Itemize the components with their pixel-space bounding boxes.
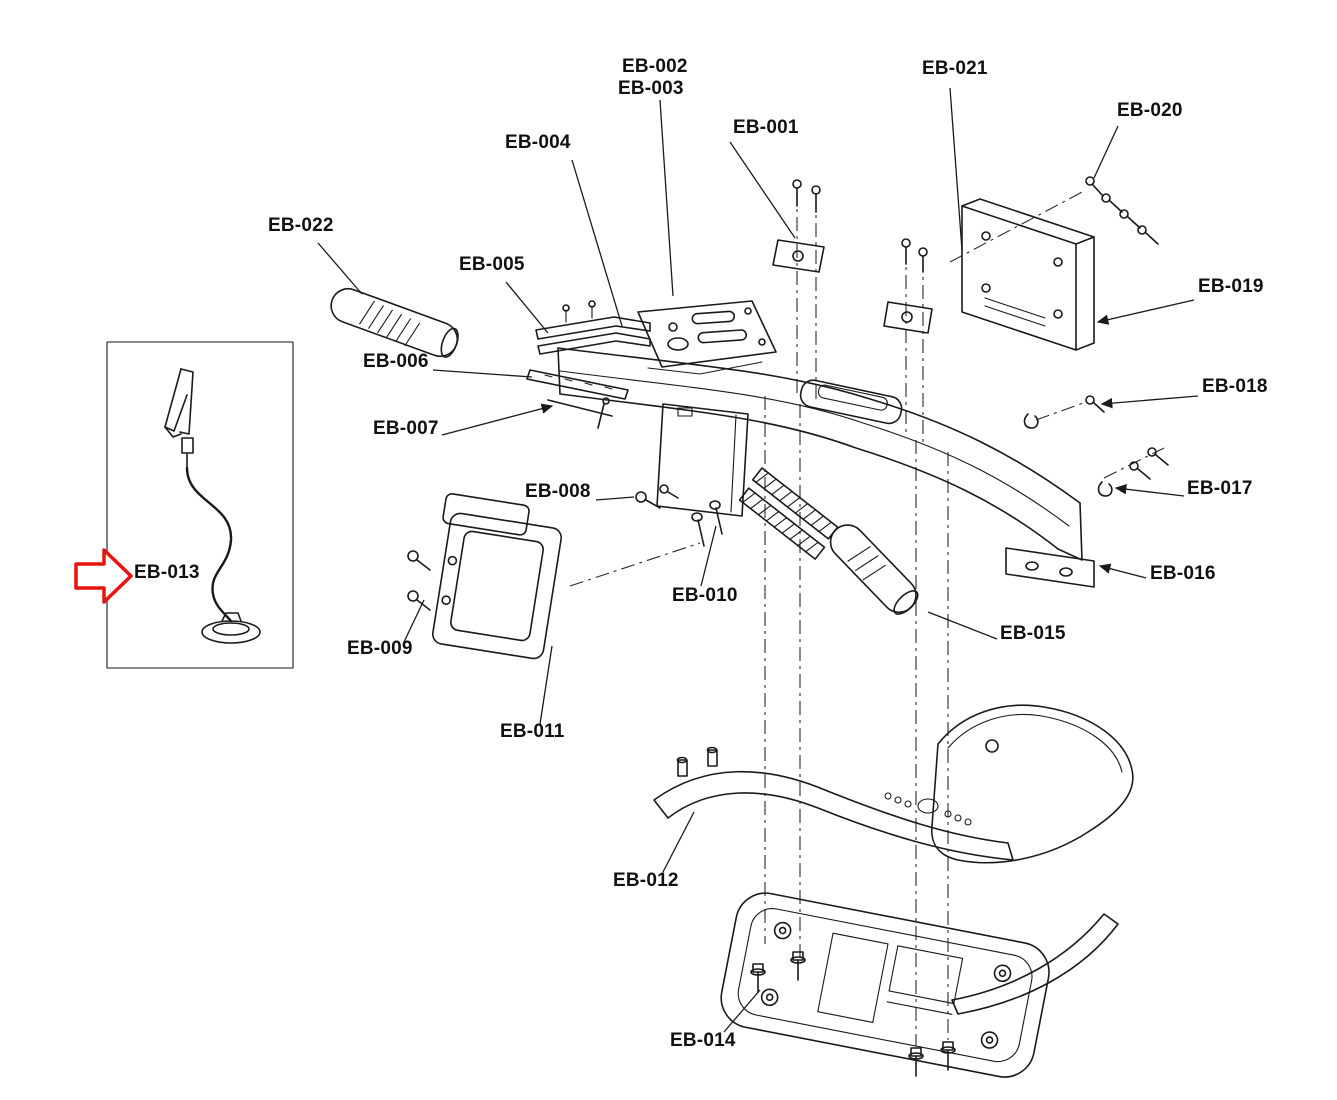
console-lower-panel-drawing bbox=[656, 403, 749, 517]
bolt-eb014-drawing bbox=[750, 951, 806, 993]
sensor-plate-drawing bbox=[772, 179, 825, 273]
center-lines bbox=[569, 189, 1165, 1046]
top-cover-strip-drawing bbox=[653, 746, 1014, 861]
part-label-eb-014: EB-014 bbox=[670, 1030, 736, 1051]
part-label-eb-008: EB-008 bbox=[525, 481, 591, 502]
part-label-eb-015: EB-015 bbox=[1000, 623, 1066, 644]
part-label-eb-001: EB-001 bbox=[733, 117, 799, 138]
inset-box bbox=[106, 341, 294, 669]
sensor-plate2-drawing bbox=[883, 238, 933, 334]
highlight-arrow-icon bbox=[74, 548, 133, 604]
side-bracket-drawing bbox=[431, 493, 562, 660]
part-label-eb-007: EB-007 bbox=[373, 418, 439, 439]
part-label-eb-003: EB-003 bbox=[618, 78, 684, 99]
part-label-eb-011: EB-011 bbox=[500, 721, 565, 742]
part-label-eb-013: EB-013 bbox=[134, 562, 200, 583]
part-label-eb-022: EB-022 bbox=[268, 215, 334, 236]
screw-eb008-drawing bbox=[635, 484, 679, 509]
main-frame-bracket-drawing bbox=[557, 347, 1095, 588]
part-label-eb-002: EB-002 bbox=[622, 56, 688, 77]
bolt-bottom-drawing bbox=[908, 1041, 956, 1077]
rear-cover-drawing bbox=[931, 704, 1134, 864]
part-label-eb-012: EB-012 bbox=[613, 870, 679, 891]
part-label-eb-018: EB-018 bbox=[1202, 376, 1268, 397]
rail-pin-drawing bbox=[547, 397, 613, 429]
part-label-eb-005: EB-005 bbox=[459, 254, 525, 275]
screw-eb009-drawing bbox=[407, 550, 431, 611]
console-top-plate-drawing bbox=[637, 300, 777, 375]
part-label-eb-016: EB-016 bbox=[1150, 563, 1216, 584]
cable-clip-drawing bbox=[1023, 395, 1105, 429]
handlebar-grip-left-drawing bbox=[330, 287, 459, 358]
part-label-eb-020: EB-020 bbox=[1117, 100, 1183, 121]
lower-rail-drawing bbox=[951, 913, 1119, 1015]
bottom-tray-drawing bbox=[720, 892, 1050, 1078]
slide-rail-drawing bbox=[526, 369, 629, 400]
safety-key-drawing bbox=[164, 368, 261, 644]
part-label-eb-021: EB-021 bbox=[922, 58, 988, 79]
leader-lines bbox=[317, 87, 1199, 1033]
part-label-eb-004: EB-004 bbox=[505, 132, 571, 153]
part-label-eb-017: EB-017 bbox=[1187, 478, 1253, 499]
logo-marks bbox=[884, 792, 972, 826]
cable-clip2-drawing bbox=[1097, 447, 1169, 497]
mount-pin-drawing bbox=[691, 500, 723, 547]
part-label-eb-006: EB-006 bbox=[363, 351, 429, 372]
handlebar-grip-right-drawing bbox=[829, 524, 919, 615]
part-label-eb-010: EB-010 bbox=[672, 585, 738, 606]
part-label-eb-009: EB-009 bbox=[347, 638, 413, 659]
electronics-bracket-drawing bbox=[961, 198, 1095, 351]
vent-strip-drawing bbox=[738, 467, 839, 560]
part-label-eb-019: EB-019 bbox=[1198, 276, 1264, 297]
panel-screws-drawing bbox=[1085, 176, 1159, 245]
handlebar-bracket-drawing bbox=[535, 300, 651, 355]
